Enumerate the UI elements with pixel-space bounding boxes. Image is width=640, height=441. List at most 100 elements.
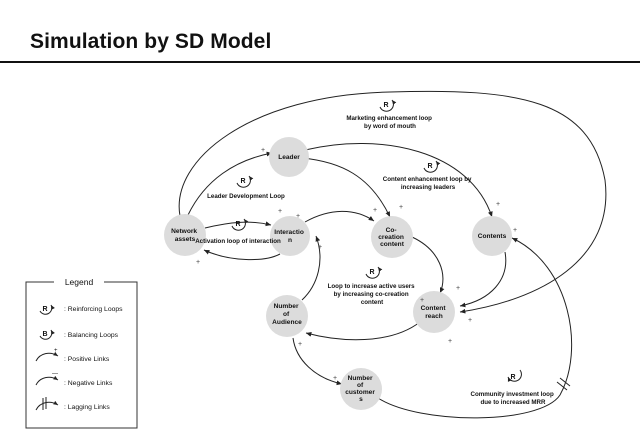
loop-labels: Marketing enhancement loop by word of mo… [195, 115, 556, 406]
node-label: creation [378, 234, 404, 241]
link-audience-to-interaction [301, 235, 321, 301]
node-network-assets: Network assets [164, 214, 206, 256]
links [178, 90, 607, 419]
loop-label-marketing: Marketing enhancement loop by word of mo… [346, 115, 433, 130]
node-cocreation-content: Co- creation content [371, 216, 413, 258]
node-label: Co- [386, 227, 397, 234]
link-interaction-to-cocreation [304, 210, 375, 223]
node-content-reach: Content reach [413, 291, 455, 333]
node-label: Contents [478, 233, 507, 240]
legend-label: : Lagging Links [64, 404, 110, 411]
node-label: Audience [272, 319, 302, 326]
node-interaction: Interactio n [270, 216, 310, 256]
legend-label: : Reinforcing Loops [64, 306, 123, 313]
positive-sign: + [496, 201, 500, 208]
lag-mark [559, 377, 571, 387]
svg-text:R: R [235, 221, 240, 228]
positive-sign: + [420, 297, 424, 304]
positive-sign: + [373, 207, 377, 214]
node-label: Leader [278, 154, 300, 161]
link-contents-to-content-reach [459, 251, 507, 308]
reinforcing-loop-icon: R [379, 99, 397, 112]
node-label: Content [421, 305, 447, 312]
legend-label: : Positive Links [64, 356, 110, 363]
legend-title: Legend [65, 277, 94, 287]
reinforcing-loop-icon: R [231, 218, 249, 231]
legend-label: : Negative Links [64, 380, 113, 387]
nodes: Network assets Interactio n Leader Co- c… [164, 137, 512, 410]
svg-text:R: R [240, 178, 245, 185]
loop-label-community: Community investment loop due to increas… [471, 391, 556, 406]
link-network-to-leader [187, 151, 273, 216]
reinforcing-loop-icon: R [423, 160, 441, 173]
node-contents: Contents [472, 216, 512, 256]
legend-negative-link-icon: — [35, 371, 59, 386]
node-label: Number [348, 375, 373, 382]
positive-sign: + [296, 213, 300, 220]
node-label: s [359, 396, 363, 403]
lag-mark [556, 381, 568, 391]
node-label: Network [171, 228, 197, 235]
link-leader-to-contents [304, 142, 493, 218]
link-network-to-content-reach [178, 90, 607, 314]
positive-sign: + [333, 375, 337, 382]
positive-sign: + [298, 341, 302, 348]
node-label: Number [274, 303, 299, 310]
node-label: assets [175, 236, 196, 243]
positive-sign: + [456, 285, 460, 292]
loop-label-activation: Activation loop of interaction [195, 238, 281, 245]
svg-text:R: R [383, 102, 388, 109]
node-leader: Leader [269, 137, 309, 177]
legend-balancing-icon: B [39, 329, 55, 340]
svg-text:R: R [42, 306, 47, 313]
node-label: of [283, 311, 290, 318]
node-label: content [380, 241, 405, 248]
svg-text:Number of cust: Number of customer s [345, 375, 377, 403]
svg-text:B: B [42, 331, 47, 338]
legend-reinforcing-icon: R [39, 304, 55, 315]
positive-sign: + [513, 227, 517, 234]
svg-text:R: R [427, 163, 432, 170]
polarity-signs: + + + + + + + + + + + + + + + [196, 147, 517, 382]
link-content-reach-to-audience [305, 321, 421, 341]
legend-label: : Balancing Loops [64, 332, 119, 339]
legend-positive-link-icon: + [35, 348, 59, 362]
node-label: customer [345, 389, 375, 396]
positive-sign: + [468, 317, 472, 324]
legend-lagging-link-icon [35, 397, 59, 411]
svg-text:Interactio n: Interactio n [274, 229, 306, 244]
positive-sign: + [196, 259, 200, 266]
page-title: Simulation by SD Model [30, 30, 272, 53]
svg-text:—: — [52, 371, 58, 377]
svg-text:R: R [510, 374, 515, 381]
title-divider [0, 61, 640, 63]
link-interaction-to-network [203, 249, 281, 261]
loop-label-content-enhancement: Content enhancement loop by increasing l… [383, 176, 473, 191]
link-leader-to-cocreation [302, 157, 391, 218]
svg-text:Co- creation c: Co- creation content [378, 227, 406, 248]
svg-text:Content reach: Content reach [421, 305, 448, 320]
node-label: Interactio [274, 229, 304, 236]
loop-symbols: R R R R R R [231, 99, 522, 382]
svg-text:Contents: Contents [478, 233, 507, 240]
legend: Legend R : Reinforcing Loops B : Balanci… [25, 276, 138, 429]
svg-text:R: R [369, 269, 374, 276]
positive-sign: + [278, 208, 282, 215]
reinforcing-loop-icon: R [236, 175, 254, 188]
node-number-of-audience: Number of Audience [266, 295, 308, 337]
positive-sign: + [318, 244, 322, 251]
node-label: reach [425, 313, 443, 320]
svg-text:Number of Audi: Number of Audience [272, 303, 302, 326]
link-customers-to-contents [377, 237, 573, 419]
reinforcing-loop-icon: R [507, 369, 522, 382]
node-label: n [288, 237, 292, 244]
reinforcing-loop-icon: R [365, 266, 383, 279]
link-network-to-interaction [204, 221, 272, 229]
positive-sign: + [261, 147, 265, 154]
positive-sign: + [448, 338, 452, 345]
node-number-of-customers: Number of customer s [340, 368, 382, 410]
loop-label-leader-development: Leader Development Loop [207, 193, 285, 200]
svg-text:Leader: Leader [278, 154, 300, 161]
positive-sign: + [399, 204, 403, 211]
